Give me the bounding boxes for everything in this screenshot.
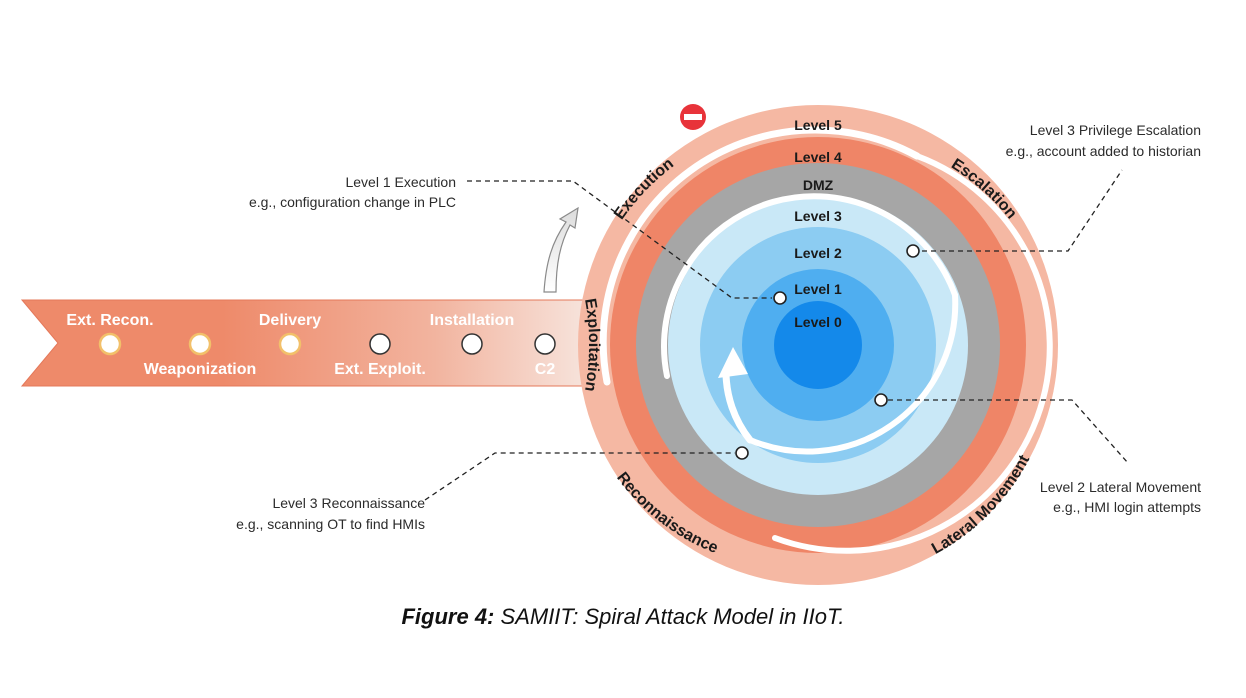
- spiral-arrowhead-icon: [718, 347, 748, 378]
- stage-marker: [278, 332, 302, 356]
- annotation-l3-recon-example: e.g., scanning OT to find HMIs: [236, 516, 425, 532]
- caption-label: Figure 4:: [401, 604, 495, 629]
- event-marker-l3-recon: [735, 446, 749, 460]
- caption-text: SAMIIT: Spiral Attack Model in IIoT.: [500, 604, 845, 629]
- curved-up-arrow-icon: [543, 206, 579, 293]
- attack-spiral: [599, 126, 1053, 554]
- label-level3: Level 3: [794, 208, 842, 224]
- stage-installation: Installation: [430, 312, 514, 329]
- stage-c2: C2: [535, 361, 556, 378]
- label-level0: Level 0: [794, 314, 842, 330]
- event-marker-l2-lateral: [874, 393, 888, 407]
- annotation-l2-lateral-example: e.g., HMI login attempts: [1053, 499, 1201, 515]
- stage-marker: [188, 332, 212, 356]
- phase-exploitation: Exploitation: [581, 297, 602, 392]
- stage-marker: [534, 333, 556, 355]
- label-level4: Level 4: [794, 149, 842, 165]
- leader-lines: [424, 169, 1129, 501]
- no-entry-icon: [680, 104, 706, 130]
- stage-ext-exploit: Ext. Exploit.: [334, 361, 426, 378]
- event-marker-l3-escalation: [906, 244, 920, 258]
- annotation-l3-escalation-example: e.g., account added to historian: [1006, 143, 1201, 159]
- label-dmz: DMZ: [803, 177, 834, 193]
- figure-caption: Figure 4: SAMIIT: Spiral Attack Model in…: [0, 604, 1246, 630]
- annotation-l3-recon-title: Level 3 Reconnaissance: [272, 495, 425, 511]
- stage-marker: [461, 333, 483, 355]
- stage-ext-recon: Ext. Recon.: [66, 312, 153, 329]
- stage-weaponization: Weaponization: [144, 361, 257, 378]
- event-marker-l1-execution: [773, 291, 787, 305]
- stage-marker: [369, 333, 391, 355]
- annotation-l1-execution-example: e.g., configuration change in PLC: [249, 194, 456, 210]
- samiit-diagram: Level 5 Level 4 DMZ Level 3 Level 2 Leve…: [20, 104, 1201, 585]
- stage-marker: [98, 332, 122, 356]
- stage-delivery: Delivery: [259, 312, 321, 329]
- annotation-l3-escalation-title: Level 3 Privilege Escalation: [1030, 122, 1201, 138]
- label-level2: Level 2: [794, 245, 842, 261]
- label-level5: Level 5: [794, 117, 842, 133]
- label-level1: Level 1: [794, 281, 842, 297]
- kill-chain-stages: Ext. Recon. Weaponization Delivery Ext. …: [66, 312, 556, 378]
- ring-level0: [774, 301, 862, 389]
- kill-chain-arrow: [20, 299, 596, 387]
- annotation-l2-lateral-title: Level 2 Lateral Movement: [1040, 479, 1201, 495]
- annotation-l1-execution-title: Level 1 Execution: [345, 174, 456, 190]
